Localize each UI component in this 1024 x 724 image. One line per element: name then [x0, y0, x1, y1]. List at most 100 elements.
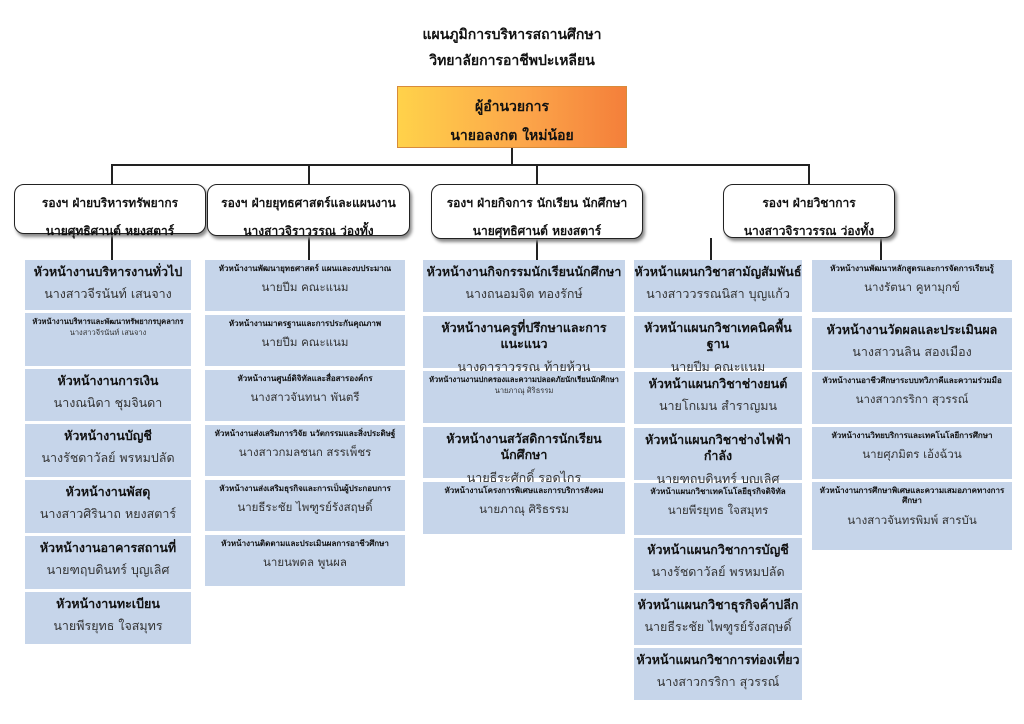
connector [308, 236, 310, 260]
unit-head: หัวหน้าแผนกวิชาการบัญชี [647, 542, 789, 557]
unit-person: นางสาววรรณนิสา บุญแก้ว [646, 286, 790, 302]
unit-person: นางรัตนา คูหามุกข์ [864, 280, 960, 295]
director-name: นายอลงกต ใหม่น้อย [450, 128, 574, 144]
unit-head: หัวหน้างานมาตรฐานและการประกันคุณภาพ [228, 319, 382, 328]
connector [111, 164, 113, 184]
unit-person: นายปีม คณะแนม [261, 280, 349, 295]
deputy-title: รองฯ ฝ่ายยุทธศาสตร์และแผนงาน [221, 196, 396, 210]
unit-box: หัวหน้างานสวัสดิการนักเรียน นักศึกษา นาย… [423, 427, 625, 485]
unit-head: หัวหน้างานบัญชี [64, 428, 152, 443]
unit-person: นางรัชดาวัลย์ พรหมปลัด [651, 564, 785, 580]
unit-box: หัวหน้างานพัฒนายุทธศาสตร์ แผนและงบประมาณ… [205, 260, 405, 311]
unit-box: หัวหน้าแผนกวิชาช่างไฟฟ้ากำลัง นายฑฤบดินท… [634, 428, 802, 486]
deputy-box: รองฯ ฝ่ายกิจการ นักเรียน นักศึกษา นายศุท… [431, 184, 643, 239]
unit-head: หัวหน้างานพัฒนาหลักสูตรและการจัดการเรียน… [830, 264, 994, 273]
unit-head: หัวหน้างานศูนย์ดิจิทัลและสื่อสารองค์กร [237, 374, 373, 383]
deputy-title: รองฯ ฝ่ายกิจการ นักเรียน นักศึกษา [446, 196, 628, 210]
unit-person: นางสาวจีรนันท์ เสนจาง [69, 327, 147, 337]
unit-box: หัวหน้าแผนกวิชาช่างยนต์ นายโกเมน สำราญมน [634, 372, 802, 424]
unit-head: หัวหน้าแผนกวิชาช่างยนต์ [648, 376, 788, 391]
unit-box: หัวหน้างานทะเบียน นายพีรยุทธ ใจสมุทร [25, 592, 191, 644]
unit-head: หัวหน้างานอาชีวศึกษาระบบทวิภาคีและความร่… [822, 376, 1002, 385]
connector [808, 164, 810, 184]
unit-head: หัวหน้างานส่งเสริมการวิจัย นวัตกรรมและสิ… [214, 429, 396, 438]
unit-box: หัวหน้างานวิทยบริการและเทคโนโลยีการศึกษา… [812, 427, 1012, 479]
unit-box: หัวหน้างานบัญชี นางรัชดาวัลย์ พรหมปลัด [25, 424, 191, 477]
unit-head: หัวหน้างานการศึกษาพิเศษและความเสมอภาคทาง… [819, 486, 1005, 506]
unit-head: หัวหน้างานติดตามและประเมินผลการอาชีวศึกษ… [221, 539, 389, 548]
deputy-name: นายศุทธิศานต์ หยงสตาร์ [45, 224, 175, 238]
unit-person: นายโกเมน สำราญมน [658, 398, 778, 414]
connector [880, 238, 882, 260]
unit-head: หัวหน้าแผนกวิชาธุรกิจค้าปลีก [637, 597, 799, 612]
unit-box: หัวหน้างานส่งเสริมธุรกิจและการเป็นผู้ประ… [205, 480, 405, 531]
unit-person: นายฑฤบดินทร์ บุญเลิศ [46, 562, 170, 578]
unit-box: หัวหน้างานโครงการพิเศษและการบริการสังคม … [423, 482, 625, 534]
unit-person: นายภาณุ ศิริธรรม [479, 502, 569, 517]
unit-person: นายภาณุ ศิริธรรม [494, 385, 554, 395]
unit-box: หัวหน้างานการเงิน นางณนิดา ชุมจินดา [25, 369, 191, 421]
unit-box: หัวหน้างานกิจกรรมนักเรียนนักศึกษา นางถนอ… [423, 260, 625, 312]
unit-person: นางสาวจันทนา พันตรี [250, 390, 360, 405]
connector [111, 164, 809, 166]
unit-person: นางสาวนลิน สองเมือง [852, 344, 972, 360]
unit-box: หัวหน้างานพัสดุ นางสาวศิรินาถ หยงสตาร์ [25, 480, 191, 533]
unit-head: หัวหน้างานทะเบียน [56, 596, 160, 611]
unit-box: หัวหน้างานศูนย์ดิจิทัลและสื่อสารองค์กร น… [205, 370, 405, 421]
director-box: ผู้อำนวยการ นายอลงกต ใหม่น้อย [397, 86, 627, 148]
connector [710, 238, 712, 260]
unit-head: หัวหน้างานบริหารและพัฒนาทรัพยากรบุคลากร [32, 317, 184, 326]
connector [511, 148, 513, 165]
unit-box: หัวหน้างานติดตามและประเมินผลการอาชีวศึกษ… [205, 535, 405, 586]
connector [308, 164, 310, 184]
connector [111, 233, 113, 260]
unit-person: นายพีรยุทธ ใจสมุทร [667, 503, 769, 518]
deputy-title: รองฯ ฝ่ายบริหารทรัพยากร [41, 196, 179, 210]
unit-person: นางสาวกรริกา สุวรรณ์ [855, 392, 969, 407]
deputy-title: รองฯ ฝ่ายวิชาการ [762, 196, 856, 210]
unit-head: หัวหน้างานอาคารสถานที่ [39, 540, 177, 555]
unit-head: หัวหน้างานการเงิน [57, 373, 159, 388]
connector [536, 239, 538, 260]
deputy-name: นางสาวจิราวรรณ ว่องทั้ง [743, 224, 875, 238]
unit-box: หัวหน้างานอาชีวศึกษาระบบทวิภาคีและความร่… [812, 372, 1012, 424]
unit-box: หัวหน้างานพัฒนาหลักสูตรและการจัดการเรียน… [812, 260, 1012, 312]
unit-person: นายนพดล พูนผล [263, 555, 347, 570]
unit-person: นางถนอมจิต ทองรักษ์ [465, 286, 583, 302]
unit-box: หัวหน้าแผนกวิชาเทคโนโลยีธุรกิจดิจิทัล นา… [634, 483, 802, 535]
unit-head: หัวหน้างานบริหารงานทั่วไป [33, 264, 183, 279]
unit-head: หัวหน้างานวิทยบริการและเทคโนโลยีการศึกษา [831, 431, 993, 440]
unit-person: นายพีรยุทธ ใจสมุทร [53, 618, 163, 634]
unit-head: หัวหน้างานสวัสดิการนักเรียน นักศึกษา [446, 431, 602, 463]
unit-head: หัวหน้าแผนกวิชาช่างไฟฟ้ากำลัง [645, 432, 791, 464]
unit-box: หัวหน้าแผนกวิชาการบัญชี นางรัชดาวัลย์ พร… [634, 538, 802, 590]
unit-person: นางสาวกมลชนก สรรเพ็ชร [238, 445, 372, 460]
deputy-box: รองฯ ฝ่ายยุทธศาสตร์และแผนงาน นางสาวจิราว… [207, 184, 410, 238]
unit-person: นางสาวจันทรพิมพ์ สารบัน [847, 512, 977, 527]
unit-head: หัวหน้าแผนกวิชาสามัญสัมพันธ์ [634, 264, 802, 279]
deputy-box: รองฯ ฝ่ายบริหารทรัพยากร นายศุทธิศานต์ หย… [14, 184, 206, 238]
unit-head: หัวหน้างานโครงการพิเศษและการบริการสังคม [444, 486, 604, 495]
unit-person: นางรัชดาวัลย์ พรหมปลัด [41, 450, 175, 466]
unit-box: หัวหน้างานอาคารสถานที่ นายฑฤบดินทร์ บุญเ… [25, 536, 191, 589]
unit-head: หัวหน้างานวัดผลและประเมินผล [826, 322, 998, 337]
unit-head: หัวหน้างานกิจกรรมนักเรียนนักศึกษา [426, 264, 622, 279]
unit-head: หัวหน้างานพัฒนายุทธศาสตร์ แผนและงบประมาณ [218, 264, 392, 273]
unit-box: หัวหน้าแผนกวิชาการท่องเที่ยว นางสาวกรริก… [634, 648, 802, 700]
unit-person: นางสาวกรริกา สุวรรณ์ [656, 674, 780, 690]
unit-head: หัวหน้าแผนกวิชาเทคโนโลยีธุรกิจดิจิทัล [650, 487, 786, 496]
deputy-name: นายศุทธิศานต์ หยงสตาร์ [472, 224, 602, 238]
unit-box: หัวหน้างานครูที่ปรึกษาและการแนะแนว นางดา… [423, 316, 625, 374]
unit-person: นายปีม คณะแนม [670, 358, 766, 374]
unit-box: หัวหน้างานบริหารและพัฒนาทรัพยากรบุคลากร … [25, 313, 191, 366]
unit-box: หัวหน้างานงานปกครองและความปลอดภัยนักเรีย… [423, 371, 625, 423]
unit-box: หัวหน้างานวัดผลและประเมินผล นางสาวนลิน ส… [812, 318, 1012, 370]
unit-head: หัวหน้าแผนกวิชาการท่องเที่ยว [636, 652, 800, 667]
unit-box: หัวหน้าแผนกวิชาสามัญสัมพันธ์ นางสาววรรณน… [634, 260, 802, 312]
unit-box: หัวหน้างานบริหารงานทั่วไป นางสาวจีรนันท์… [25, 260, 191, 310]
unit-head: หัวหน้างานส่งเสริมธุรกิจและการเป็นผู้ประ… [219, 484, 391, 493]
unit-head: หัวหน้าแผนกวิชาเทคนิคพื้นฐาน [644, 320, 792, 352]
chart-title: แผนภูมิการบริหารสถานศึกษา [422, 27, 602, 43]
deputy-box: รองฯ ฝ่ายวิชาการ นางสาวจิราวรรณ ว่องทั้ง [723, 184, 895, 238]
unit-box: หัวหน้าแผนกวิชาธุรกิจค้าปลีก นายธีระชัย … [634, 593, 802, 645]
